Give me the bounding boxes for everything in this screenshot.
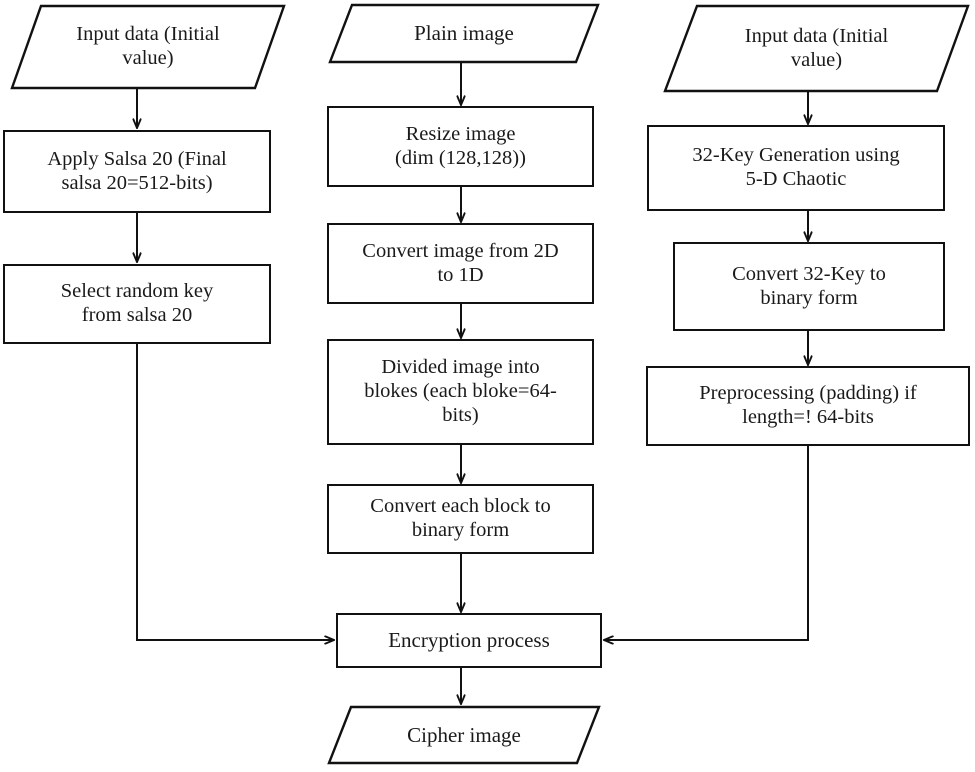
node-label: Divided image into blokes (each bloke=64… bbox=[364, 356, 557, 426]
node-left-input-data[interactable]: Input data (Initial value) bbox=[10, 4, 286, 90]
node-plain-image[interactable]: Plain image bbox=[328, 3, 600, 64]
node-convert-key-to-binary[interactable]: Convert 32-Key to binary form bbox=[673, 242, 945, 331]
parallelogram-shape bbox=[663, 4, 970, 93]
node-encryption-process[interactable]: Encryption process bbox=[336, 613, 602, 668]
node-label: Cipher image bbox=[407, 722, 521, 747]
edge-preprocessing-to-encryption bbox=[604, 446, 809, 640]
node-resize-image[interactable]: Resize image (dim (128,128)) bbox=[327, 106, 594, 187]
node-label: Convert 32-Key to binary form bbox=[732, 262, 886, 309]
node-label: Resize image (dim (128,128)) bbox=[395, 122, 526, 169]
node-label: 32-Key Generation using 5-D Chaotic bbox=[692, 144, 900, 190]
node-convert-2d-to-1d[interactable]: Convert image from 2D to 1D bbox=[327, 223, 594, 304]
node-preprocessing-padding[interactable]: Preprocessing (padding) if length=! 64-b… bbox=[646, 366, 970, 446]
node-label: Convert each block to binary form bbox=[370, 495, 551, 541]
node-label: Plain image bbox=[414, 21, 514, 46]
node-divide-image-into-blocks[interactable]: Divided image into blokes (each bloke=64… bbox=[327, 339, 594, 445]
node-right-input-data[interactable]: Input data (Initial value) bbox=[663, 4, 970, 93]
node-label: Input data (Initial value) bbox=[744, 24, 889, 71]
node-select-random-key[interactable]: Select random key from salsa 20 bbox=[3, 264, 271, 344]
node-label: Apply Salsa 20 (Final salsa 20=512-bits) bbox=[47, 147, 227, 194]
node-cipher-image[interactable]: Cipher image bbox=[327, 705, 601, 765]
parallelogram-shape bbox=[10, 4, 286, 90]
node-label: Encryption process bbox=[388, 628, 550, 653]
node-32-key-generation[interactable]: 32-Key Generation using 5-D Chaotic bbox=[647, 125, 945, 211]
edge-select-key-to-encryption bbox=[136, 343, 334, 640]
node-apply-salsa20[interactable]: Apply Salsa 20 (Final salsa 20=512-bits) bbox=[3, 130, 271, 213]
node-label: Preprocessing (padding) if length=! 64-b… bbox=[699, 382, 917, 428]
node-convert-block-to-binary[interactable]: Convert each block to binary form bbox=[327, 484, 594, 554]
node-label: Select random key from salsa 20 bbox=[60, 280, 214, 326]
node-label: Convert image from 2D to 1D bbox=[362, 239, 559, 286]
parallelogram-shape bbox=[327, 705, 601, 765]
parallelogram-shape bbox=[328, 3, 600, 64]
node-label: Input data (Initial value) bbox=[76, 23, 220, 69]
